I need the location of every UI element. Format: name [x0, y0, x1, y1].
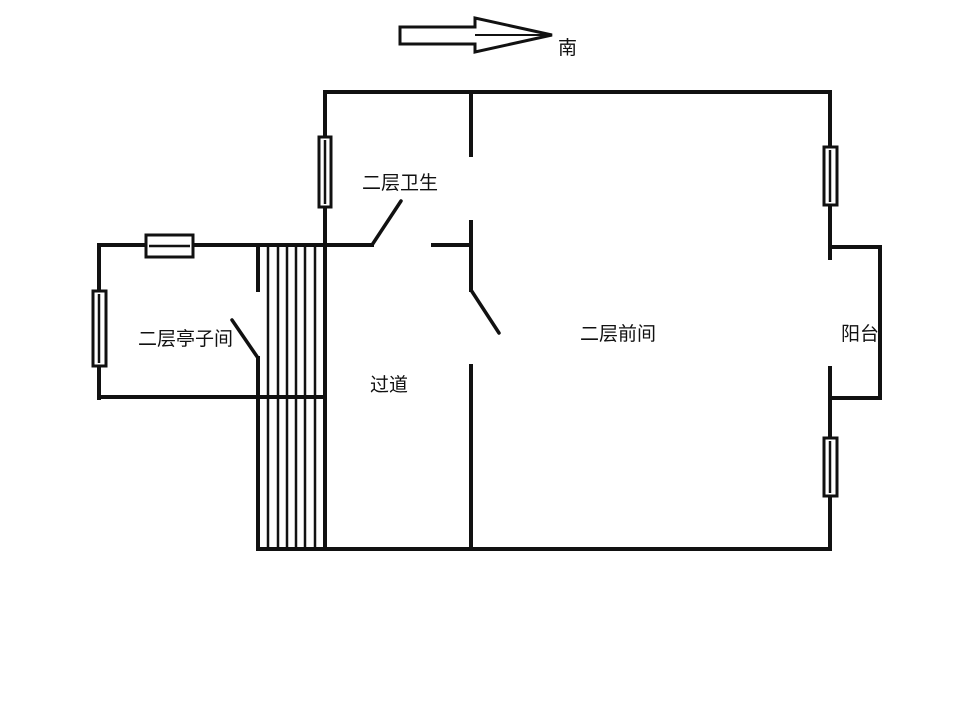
door-front-room: [469, 288, 501, 335]
door-bathroom: [370, 199, 403, 247]
label-front-room: 二层前间: [580, 323, 657, 345]
door-pavilion: [230, 318, 260, 360]
label-compass-south: 南: [558, 37, 578, 59]
label-corridor: 过道: [370, 374, 409, 396]
label-pavilion-room: 二层亭子间: [138, 328, 234, 350]
staircase: [256, 243, 327, 551]
label-balcony: 阳台: [841, 323, 880, 345]
label-bathroom: 二层卫生: [362, 172, 439, 194]
balcony-wall: [828, 245, 882, 400]
